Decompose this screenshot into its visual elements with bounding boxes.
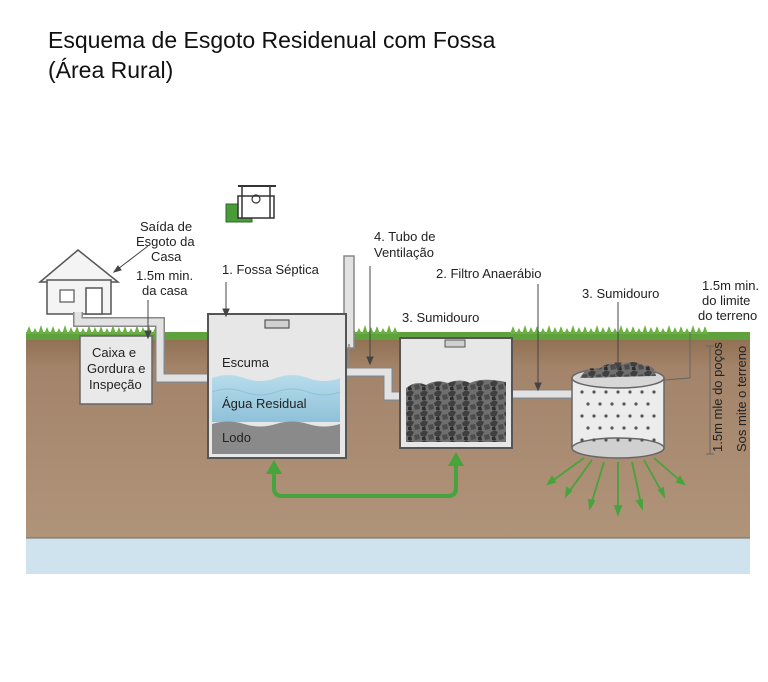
- grease-box: [79, 335, 153, 405]
- label-caixa-3: Inspeção: [89, 377, 142, 392]
- label-fossa: 1. Fossa Séptica: [222, 262, 320, 277]
- label-tubo-1: 4. Tubo de: [374, 229, 435, 244]
- label-saida-3: Casa: [151, 249, 182, 264]
- well-icon: [225, 185, 276, 223]
- label-sumidouro-pit: 3. Sumidouro: [582, 286, 659, 301]
- vent-pipe: [343, 255, 355, 366]
- label-limite-3: do terreno: [698, 308, 757, 323]
- septic-tank: [207, 313, 347, 459]
- grass-strip: [26, 325, 750, 340]
- label-saida-1: Saída de: [140, 219, 192, 234]
- infiltration-arrows: [546, 457, 686, 517]
- label-sumidouro-box: 3. Sumidouro: [402, 310, 479, 325]
- label-saida-2: Esgoto da: [136, 234, 195, 249]
- sumidouro-pit: [571, 362, 665, 459]
- label-caixa-2: Gordura e: [87, 361, 146, 376]
- diagram-title-line1: Esquema de Esgoto Residenual com Fossa: [48, 27, 496, 53]
- label-vertical-1: 1.5m mle do poços: [710, 342, 725, 452]
- label-lodo: Lodo: [222, 430, 251, 445]
- label-dist-casa-2: da casa: [142, 283, 188, 298]
- labels: Saída de Esgoto da Casa 1.5m min. da cas…: [87, 219, 759, 452]
- pipes: [73, 312, 574, 401]
- flow-arrow: [266, 452, 464, 498]
- sumidouro-box: [399, 337, 513, 449]
- label-escuma: Escuma: [222, 355, 270, 370]
- label-filtro: 2. Filtro Anaerábio: [436, 266, 542, 281]
- groundwater-layer: [26, 538, 750, 574]
- leader-lines: [112, 245, 714, 455]
- house-icon: [37, 249, 121, 315]
- label-limite-1: 1.5m min.: [702, 278, 759, 293]
- label-caixa-1: Caixa e: [92, 345, 136, 360]
- label-dist-casa-1: 1.5m min.: [136, 268, 193, 283]
- label-tubo-2: Ventilação: [374, 245, 434, 260]
- diagram-title-line2: (Área Rural): [48, 57, 173, 83]
- label-vertical-2: Sos mite o terreno: [734, 346, 749, 452]
- label-agua: Água Residual: [222, 396, 307, 411]
- label-limite-2: do limite: [702, 293, 750, 308]
